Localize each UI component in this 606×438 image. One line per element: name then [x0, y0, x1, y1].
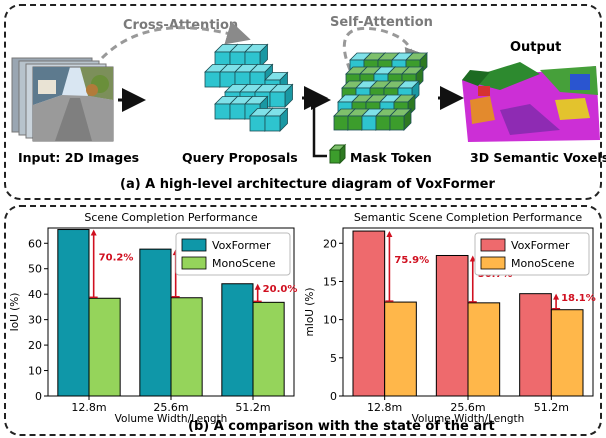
y-tick-label: 5 [330, 352, 337, 365]
query-voxel-cube [244, 43, 269, 68]
x-tick-label: 51.2m [534, 401, 569, 414]
y-tick-label: 50 [28, 263, 42, 276]
y-axis-label: IoU (%) [9, 293, 21, 332]
bar-monoscene [550, 309, 584, 397]
architecture-diagram [11, 21, 600, 165]
self-attention-arrow [342, 26, 428, 74]
y-tick-label: 60 [28, 237, 42, 250]
input-image-stack [11, 57, 114, 142]
semantic-scene-completion-chart: Semantic Scene Completion Performance051… [304, 211, 596, 424]
semantic-voxels-label: 3D Semantic Voxels [470, 150, 606, 165]
input-label: Input: 2D Images [18, 150, 140, 165]
x-tick-label: 12.8m [71, 401, 106, 414]
improvement-arrowhead [386, 231, 393, 238]
mask-token-cube [328, 143, 347, 165]
y-tick-label: 30 [28, 314, 42, 327]
mask-token-arrow [311, 90, 331, 158]
legend-swatch [181, 238, 207, 252]
legend-label: VoxFormer [212, 239, 271, 252]
bar-voxformer [352, 230, 386, 397]
y-tick-label: 40 [28, 288, 42, 301]
self-attention-label: Self-Attention [330, 15, 433, 30]
mask-token-label: Mask Token [350, 150, 432, 165]
legend-swatch [480, 238, 506, 252]
bar-monoscene [252, 301, 285, 397]
x-axis-label: Volume Width/Length [412, 413, 525, 424]
improvement-arrowhead [553, 293, 560, 300]
improvement-label: 75.9% [394, 255, 429, 266]
y-tick-label: 10 [323, 314, 337, 327]
y-tick-label: 0 [330, 390, 337, 403]
scene-completion-chart: Scene Completion Performance 0 10 20 30 40 50 6… [9, 211, 298, 424]
x-tick-label: 51.2m [235, 401, 270, 414]
query-voxel-cube [269, 83, 294, 108]
y-tick-label: 0 [35, 390, 42, 403]
improvement-label: 70.2% [99, 252, 134, 263]
improvement-label: 20.0% [263, 284, 298, 295]
legend-swatch [480, 256, 506, 270]
legend-label: MonoScene [511, 257, 575, 270]
chart-title: Semantic Scene Completion Performance [354, 211, 583, 224]
bar-voxformer [139, 248, 172, 397]
bar-voxformer [57, 229, 90, 397]
y-tick-label: 20 [323, 237, 337, 250]
legend-label: MonoScene [212, 257, 276, 270]
y-tick-label: 15 [323, 275, 337, 288]
chart-title: Scene Completion Performance [84, 211, 257, 224]
panel-b-caption: (b) A comparison with the state of the a… [188, 419, 495, 434]
voxel-grid-with-mask-tokens [333, 52, 428, 131]
panel-a-caption: (a) A high-level architecture diagram of… [120, 177, 495, 192]
query-proposal-voxels [204, 43, 294, 132]
bar-monoscene [384, 301, 417, 397]
cross-attention-arrow [100, 21, 251, 60]
improvement-arrowhead [254, 283, 261, 290]
y-axis-label: mIoU (%) [304, 288, 316, 337]
bar-monoscene [467, 302, 501, 397]
legend-swatch [181, 256, 207, 270]
query-proposals-label: Query Proposals [182, 150, 298, 165]
cross-attention-label: Cross-Attention [123, 18, 239, 33]
improvement-arrowhead [469, 255, 476, 262]
bar-monoscene [88, 297, 121, 397]
semantic-voxel-output [462, 62, 600, 142]
query-voxel-cube [264, 107, 289, 132]
x-tick-label: 25.6m [153, 401, 188, 414]
y-tick-label: 10 [28, 365, 42, 378]
mask-voxel-cube [389, 108, 412, 131]
y-tick-label: 20 [28, 339, 42, 352]
bar-voxformer [519, 293, 552, 397]
legend-label: VoxFormer [511, 239, 570, 252]
output-label: Output [510, 40, 562, 55]
improvement-arrowhead [90, 229, 97, 236]
x-tick-label: 25.6m [450, 401, 485, 414]
x-tick-label: 12.8m [367, 401, 402, 414]
improvement-label: 18.1% [561, 293, 596, 304]
architecture-panel [4, 4, 602, 200]
comparison-panel [4, 205, 602, 436]
bar-voxformer [221, 283, 254, 397]
bar-monoscene [170, 297, 203, 397]
bar-voxformer [435, 254, 469, 397]
x-axis-label: Volume Width/Length [115, 413, 228, 424]
